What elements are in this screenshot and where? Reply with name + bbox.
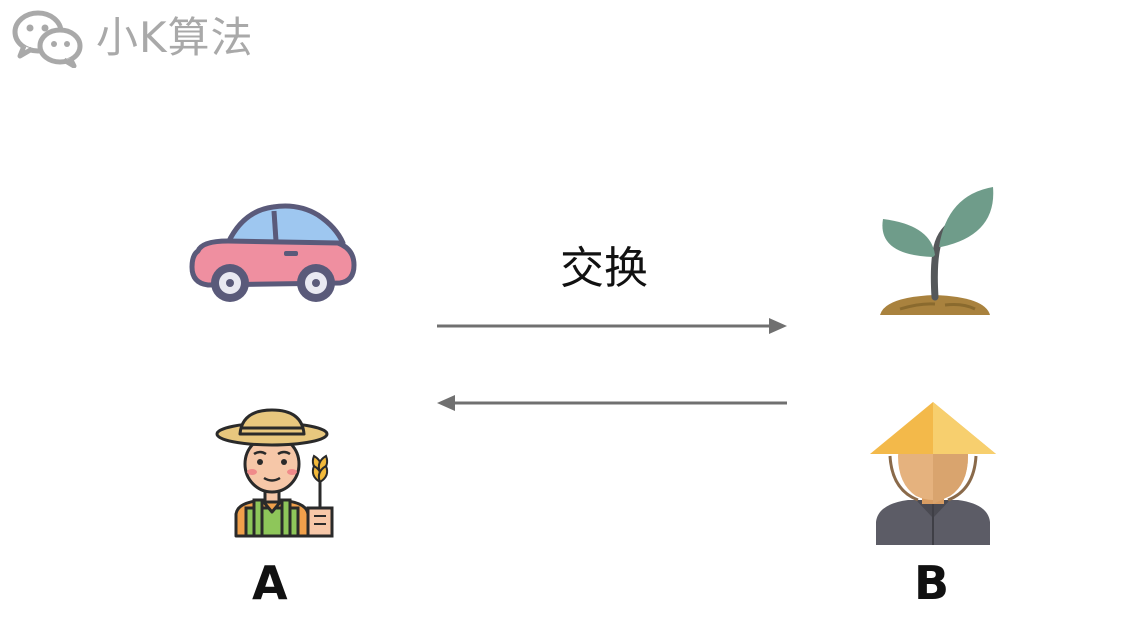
- arrow-a-to-b: [437, 318, 787, 334]
- straw-hat-man-icon: [870, 402, 996, 545]
- brand-header: 小K算法: [10, 8, 254, 68]
- car-icon: [189, 203, 357, 302]
- wechat-icon: [12, 10, 83, 68]
- exchange-label: 交换: [560, 243, 648, 294]
- brand-name: 小K算法: [96, 13, 254, 62]
- person-b-label: B: [914, 556, 950, 610]
- arrow-b-to-a: [437, 395, 787, 411]
- person-a-label: A: [252, 556, 288, 610]
- sapling-icon: [880, 187, 994, 315]
- farmer-icon: [215, 408, 334, 538]
